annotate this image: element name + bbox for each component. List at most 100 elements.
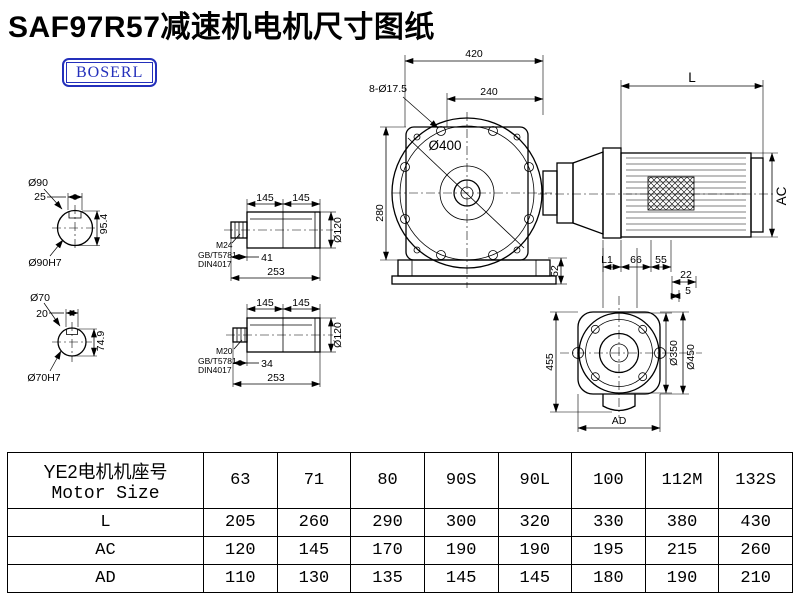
motor-size-header-cell: YE2电机机座号 Motor Size [7, 452, 204, 509]
cell-AD-2: 135 [350, 564, 425, 593]
cell-L-6: 380 [644, 508, 720, 537]
cell-L-3: 300 [423, 508, 499, 537]
dim-key-width-20: 20 [36, 308, 48, 320]
dim-L1: L1 [601, 254, 613, 266]
row-label-AC: AC [7, 536, 204, 565]
technical-drawing: Ø90 25 95.4 Ø90H7 Ø70 20 74.9 Ø70H7 [27, 48, 789, 432]
dim-dia90h7: Ø90H7 [28, 257, 61, 269]
dim-dia450: Ø450 [685, 344, 697, 370]
dim-22: 22 [680, 269, 692, 281]
dim-253-2: 253 [267, 372, 285, 384]
dim-dia120-1: Ø120 [332, 217, 344, 243]
dim-key-width-25: 25 [34, 191, 46, 203]
keyway-90 [68, 212, 82, 219]
motor-size-table: YE2电机机座号 Motor Size 63 71 80 90S 90L 100… [7, 452, 793, 593]
dim-dia400: Ø400 [428, 138, 461, 153]
dim-145-b1: 145 [292, 192, 310, 204]
size-90l: 90L [497, 452, 573, 509]
gearbox-front-view: 420 240 8-Ø17.5 Ø400 280 52 [369, 48, 567, 288]
cell-L-0: 205 [203, 508, 278, 537]
cell-AD-5: 180 [571, 564, 646, 593]
size-63: 63 [203, 452, 278, 509]
cell-L-1: 260 [276, 508, 352, 537]
dim-145-a2: 145 [256, 297, 274, 309]
shaft-end-view-90: Ø90 25 95.4 Ø90H7 [28, 177, 110, 269]
cell-AC-1: 145 [276, 536, 352, 565]
label-m24: M24 [216, 240, 233, 250]
dim-AD: AD [612, 415, 627, 427]
label-gb-t5781-2: GB/T5781 [198, 356, 237, 366]
size-100: 100 [571, 452, 646, 509]
dim-key-height-74-9: 74.9 [95, 331, 107, 352]
keyway-70 [66, 329, 78, 335]
dim-L: L [688, 70, 696, 85]
dim-420: 420 [465, 48, 483, 60]
motor-flange [602, 147, 622, 239]
cell-AD-3: 145 [423, 564, 499, 593]
fan-cover [750, 157, 764, 233]
cell-AC-2: 170 [350, 536, 425, 565]
dim-66: 66 [630, 254, 642, 266]
label-gb-t5781-1: GB/T5781 [198, 250, 237, 260]
motor-fins [626, 157, 746, 231]
cell-AD-6: 190 [644, 564, 720, 593]
row-label-L: L [7, 508, 204, 537]
header-cn: YE2电机机座号 [43, 461, 168, 482]
dim-34: 34 [261, 358, 273, 370]
size-112m: 112M [644, 452, 720, 509]
cell-AD-4: 145 [497, 564, 573, 593]
dim-AC: AC [774, 186, 789, 205]
size-71: 71 [276, 452, 352, 509]
dim-dia70: Ø70 [30, 292, 50, 304]
dim-145-a1: 145 [256, 192, 274, 204]
dim-dia90: Ø90 [28, 177, 48, 189]
row-label-AD: AD [7, 564, 204, 593]
dim-145-b2: 145 [292, 297, 310, 309]
dim-55: 55 [655, 254, 667, 266]
cell-AC-5: 195 [571, 536, 646, 565]
cell-L-2: 290 [350, 508, 425, 537]
flange-rear-view: L1 66 55 22 5 455 Ø350 Ø450 AD [544, 240, 702, 432]
cell-L-5: 330 [571, 508, 646, 537]
cell-AC-4: 190 [497, 536, 573, 565]
boserl-logo-text: BOSERL [66, 62, 154, 83]
motor-side-view: L AC [538, 70, 789, 239]
dim-dia350: Ø350 [668, 340, 680, 366]
dim-key-height-95-4: 95.4 [98, 214, 110, 235]
dim-240: 240 [480, 86, 498, 98]
label-8-holes: 8-Ø17.5 [369, 83, 407, 95]
header-en: Motor Size [51, 483, 160, 504]
adapter-bell [572, 151, 604, 235]
dim-52: 52 [549, 265, 561, 277]
dim-280: 280 [374, 204, 386, 222]
table-row-L: L 205 260 290 300 320 330 380 430 [7, 508, 793, 537]
shaft-side-view-m20: 145 145 Ø120 M20 GB/T5781 DIN4017 34 253 [198, 297, 344, 387]
cell-AC-6: 215 [644, 536, 720, 565]
dim-41: 41 [261, 252, 273, 264]
bolt-holes-8 [400, 126, 534, 260]
cell-AC-3: 190 [423, 536, 499, 565]
cell-AD-7: 210 [718, 564, 793, 593]
table-row-AD: AD 110 130 135 145 145 180 190 210 [7, 564, 793, 593]
section-hatch [647, 176, 695, 211]
flange-square [577, 311, 661, 395]
cell-AD-1: 130 [276, 564, 352, 593]
flange-circle-400 [391, 117, 543, 269]
size-132s: 132S [718, 452, 793, 509]
cell-AD-0: 110 [203, 564, 278, 593]
size-90s: 90S [423, 452, 499, 509]
label-m20: M20 [216, 346, 233, 356]
cell-AC-7: 260 [718, 536, 793, 565]
cell-AC-0: 120 [203, 536, 278, 565]
table-row-AC: AC 120 145 170 190 190 195 215 260 [7, 536, 793, 565]
label-din4017-2: DIN4017 [198, 365, 232, 375]
page-title: SAF97R57减速机电机尺寸图纸 [8, 11, 435, 44]
shaft-end-view-70: Ø70 20 74.9 Ø70H7 [27, 292, 107, 384]
cell-L-4: 320 [497, 508, 573, 537]
dim-dia70h7: Ø70H7 [27, 372, 60, 384]
cell-L-7: 430 [718, 508, 793, 537]
size-80: 80 [350, 452, 425, 509]
dim-455: 455 [544, 353, 556, 371]
dim-dia120-2: Ø120 [332, 322, 344, 348]
label-din4017-1: DIN4017 [198, 259, 232, 269]
